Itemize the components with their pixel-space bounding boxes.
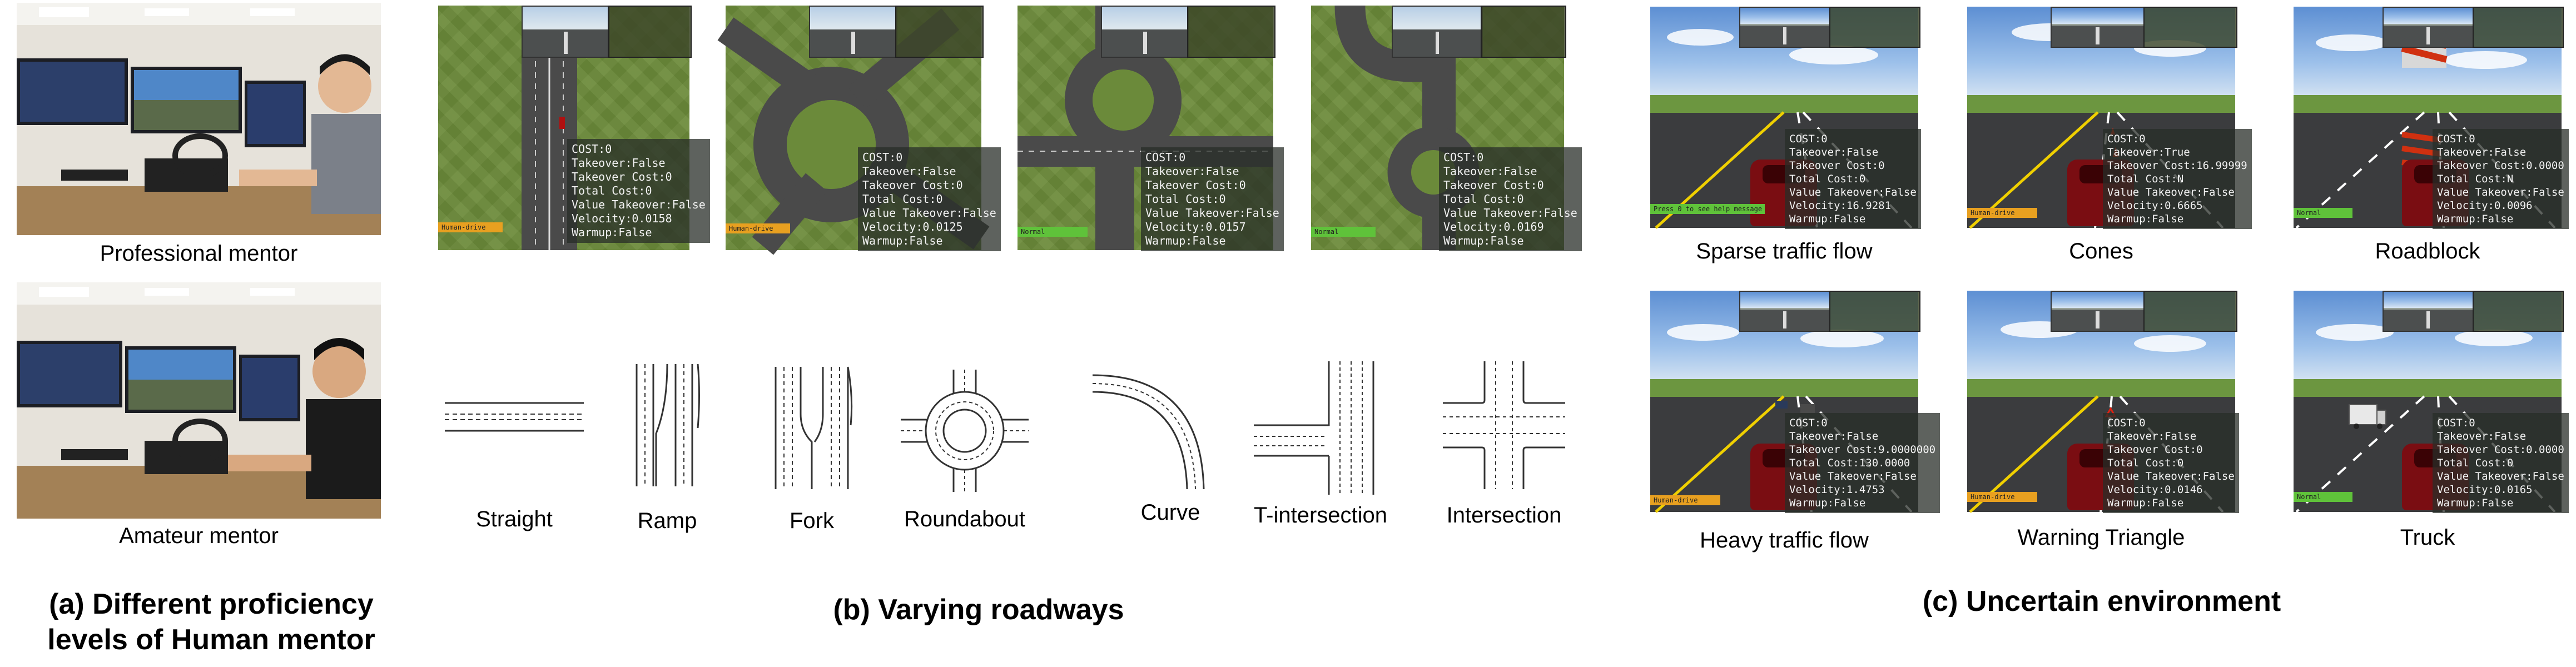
control-panel bbox=[2473, 7, 2564, 48]
roundabout-road-icon bbox=[901, 370, 1029, 492]
scene-roadblock: COST:0 Takeover:False Takeover Cost:0.00… bbox=[2294, 7, 2569, 229]
top-view-roundabout-1: COST:0 Takeover:False Takeover Cost:0 To… bbox=[717, 6, 1001, 255]
scene-heavy-traffic: COST:0 Takeover:False Takeover Cost:9.00… bbox=[1650, 291, 1940, 513]
control-panel bbox=[1829, 291, 1920, 332]
scene-truck: COST:0 Takeover:False Takeover Cost:0.00… bbox=[2294, 291, 2569, 513]
professional-mentor-scene bbox=[17, 3, 381, 235]
sparse-traffic-caption: Sparse traffic flow bbox=[1696, 239, 1873, 263]
control-panel bbox=[608, 6, 692, 58]
front-camera-view bbox=[2051, 291, 2145, 332]
amateur-mentor-caption: Amateur mentor bbox=[119, 524, 279, 548]
drive-mode-indicator: Human-drive bbox=[1967, 492, 2037, 502]
cones-caption: Cones bbox=[2069, 239, 2133, 263]
section-a-label: (a) Different proficiency levels of Huma… bbox=[47, 588, 375, 656]
hud-readout: COST:0 Takeover:False Takeover Cost:0 To… bbox=[1439, 147, 1582, 251]
scene-warning-triangle: COST:0 Takeover:False Takeover Cost:0 To… bbox=[1967, 291, 2239, 513]
drive-mode-indicator: Human-drive bbox=[726, 223, 790, 233]
amateur-mentor-photo bbox=[17, 282, 381, 519]
front-camera-view bbox=[2383, 7, 2474, 48]
truck bbox=[2349, 404, 2386, 429]
drive-mode-indicator: Human-drive bbox=[1650, 495, 1720, 505]
drive-mode-indicator: Normal bbox=[1311, 227, 1376, 237]
control-panel bbox=[2143, 7, 2237, 48]
curve-label: Curve bbox=[1140, 500, 1200, 525]
fork-label: Fork bbox=[790, 509, 834, 533]
amateur-mentor-scene bbox=[17, 282, 381, 519]
professional-mentor-caption: Professional mentor bbox=[100, 241, 298, 266]
control-panel bbox=[1187, 6, 1275, 58]
scene-sparse-traffic: COST:0 Takeover:False Takeover Cost:0 To… bbox=[1650, 7, 1921, 229]
control-panel bbox=[2473, 291, 2564, 332]
front-camera-view bbox=[2383, 291, 2474, 332]
curve-road-icon bbox=[1092, 374, 1205, 490]
roundabout-label: Roundabout bbox=[904, 507, 1025, 531]
front-camera-view bbox=[809, 6, 897, 58]
control-panel bbox=[895, 6, 984, 58]
fork-road-icon bbox=[775, 366, 853, 489]
t-intersection-label: T-intersection bbox=[1253, 503, 1388, 527]
hud-readout: COST:0 Takeover:False Takeover Cost:0 To… bbox=[1785, 129, 1921, 229]
drive-mode-indicator: Normal bbox=[2294, 208, 2352, 218]
front-camera-view bbox=[1101, 6, 1189, 58]
help-hint: Press 0 to see help message bbox=[1650, 204, 1765, 214]
hud-readout: COST:0 Takeover:False Takeover Cost:9.00… bbox=[1785, 413, 1940, 513]
t-intersection-road-icon bbox=[1254, 361, 1374, 495]
section-b-label: (b) Varying roadways bbox=[833, 594, 1124, 626]
front-camera-view bbox=[1739, 7, 1830, 48]
hud-readout: COST:0 Takeover:False Takeover Cost:0 To… bbox=[567, 139, 710, 243]
front-camera-view bbox=[1739, 291, 1830, 332]
professional-mentor-photo bbox=[17, 3, 381, 235]
hud-readout: COST:0 Takeover:False Takeover Cost:0 To… bbox=[1141, 147, 1284, 251]
drive-mode-indicator: Normal bbox=[2294, 492, 2352, 502]
drive-mode-indicator: Normal bbox=[1018, 227, 1088, 237]
control-panel bbox=[1481, 6, 1566, 58]
front-camera-view bbox=[522, 6, 610, 58]
straight-label: Straight bbox=[476, 507, 553, 531]
top-view-roundabout-2: COST:0 Takeover:False Takeover Cost:0 To… bbox=[1018, 6, 1284, 251]
hud-readout: COST:0 Takeover:True Takeover Cost:16.99… bbox=[2103, 129, 2252, 229]
intersection-road-icon bbox=[1443, 361, 1565, 489]
front-camera-view bbox=[1392, 6, 1483, 58]
section-c-label: (c) Uncertain environment bbox=[1922, 585, 2281, 618]
intersection-label: Intersection bbox=[1446, 503, 1562, 527]
drive-mode-indicator: Human-drive bbox=[1967, 208, 2037, 218]
roadblock-caption: Roadblock bbox=[2375, 239, 2480, 263]
ramp-label: Ramp bbox=[637, 509, 697, 533]
control-panel bbox=[1829, 7, 1920, 48]
hud-readout: COST:0 Takeover:False Takeover Cost:0 To… bbox=[858, 147, 1001, 251]
truck-caption: Truck bbox=[2400, 525, 2455, 550]
hud-readout: COST:0 Takeover:False Takeover Cost:0.00… bbox=[2433, 413, 2569, 513]
top-view-straight: COST:0 Takeover:False Takeover Cost:0 To… bbox=[438, 6, 710, 250]
ramp-road-icon bbox=[636, 364, 700, 486]
top-view-curve-roundabout: COST:0 Takeover:False Takeover Cost:0 To… bbox=[1311, 5, 1582, 251]
hud-readout: COST:0 Takeover:False Takeover Cost:0 To… bbox=[2103, 413, 2239, 513]
heavy-traffic-caption: Heavy traffic flow bbox=[1700, 528, 1869, 552]
straight-road-icon bbox=[445, 402, 584, 432]
scene-cones: COST:0 Takeover:True Takeover Cost:16.99… bbox=[1967, 7, 2252, 229]
hud-readout: COST:0 Takeover:False Takeover Cost:0.00… bbox=[2433, 129, 2569, 229]
front-camera-view bbox=[2051, 7, 2145, 48]
control-panel bbox=[2143, 291, 2237, 332]
warning-triangle-caption: Warning Triangle bbox=[2017, 525, 2185, 550]
drive-mode-indicator: Human-drive bbox=[438, 222, 503, 232]
